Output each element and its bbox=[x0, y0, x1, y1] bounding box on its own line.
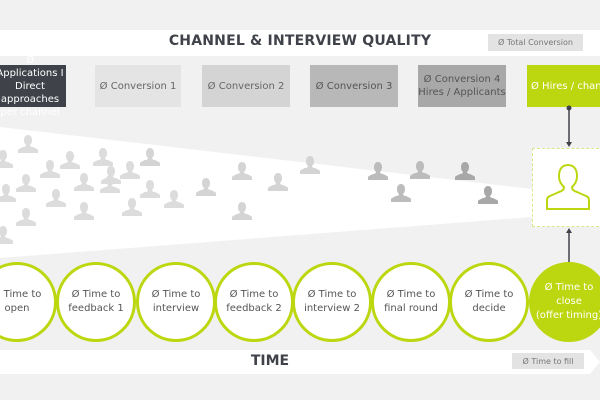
person-icon bbox=[164, 190, 184, 208]
person-icon bbox=[455, 162, 475, 180]
person-icon bbox=[478, 186, 498, 204]
person-icon bbox=[46, 189, 66, 207]
stage-box-2: Ø Conversion 1 bbox=[95, 65, 181, 107]
person-icon bbox=[368, 162, 388, 180]
stage-box-5: Ø Conversion 4 Hires / Applicants bbox=[418, 65, 506, 107]
time-step-7: Ø Time to decide bbox=[449, 262, 529, 342]
stage-box-6: Ø Hires / channel bbox=[527, 65, 600, 107]
time-to-fill-badge: Ø Time to fill bbox=[512, 353, 584, 369]
person-icon bbox=[0, 150, 13, 168]
person-icon bbox=[268, 173, 288, 191]
time-step-6: Ø Time to final round bbox=[371, 262, 451, 342]
person-icon bbox=[140, 148, 160, 166]
person-icon bbox=[101, 166, 121, 184]
person-icon bbox=[120, 161, 140, 179]
person-icon bbox=[391, 184, 411, 202]
person-icon bbox=[232, 162, 252, 180]
person-icon bbox=[60, 151, 80, 169]
person-icon bbox=[300, 156, 320, 174]
person-icon bbox=[74, 202, 94, 220]
time-title: TIME bbox=[250, 353, 290, 369]
person-icon bbox=[16, 208, 36, 226]
time-step-2: Ø Time to feedback 1 bbox=[56, 262, 136, 342]
person-icon bbox=[16, 174, 36, 192]
person-icon bbox=[122, 198, 142, 216]
stage-box-3: Ø Conversion 2 bbox=[202, 65, 290, 107]
hire-box bbox=[532, 148, 600, 227]
time-step-3: Ø Time to interview bbox=[136, 262, 216, 342]
person-icon bbox=[232, 202, 252, 220]
time-arrow bbox=[0, 350, 600, 374]
person-outline-icon bbox=[546, 163, 590, 210]
stage-box-4: Ø Conversion 3 bbox=[310, 65, 398, 107]
funnel-shape bbox=[0, 127, 532, 258]
person-icon bbox=[410, 161, 430, 179]
time-step-5: Ø Time to interview 2 bbox=[292, 262, 372, 342]
time-step-8: Ø Time to close (offer timing) bbox=[529, 262, 600, 342]
person-icon bbox=[74, 173, 94, 191]
page-title: CHANNEL & INTERVIEW QUALITY bbox=[168, 33, 432, 49]
time-step-4: Ø Time to feedback 2 bbox=[214, 262, 294, 342]
person-icon bbox=[196, 178, 216, 196]
person-icon bbox=[140, 180, 160, 198]
person-icon bbox=[0, 226, 13, 244]
person-icon bbox=[0, 184, 16, 202]
person-icon bbox=[18, 135, 38, 153]
person-icon bbox=[40, 160, 60, 178]
person-icon bbox=[93, 148, 113, 166]
total-conversion-badge: Ø Total Conversion bbox=[488, 34, 583, 51]
